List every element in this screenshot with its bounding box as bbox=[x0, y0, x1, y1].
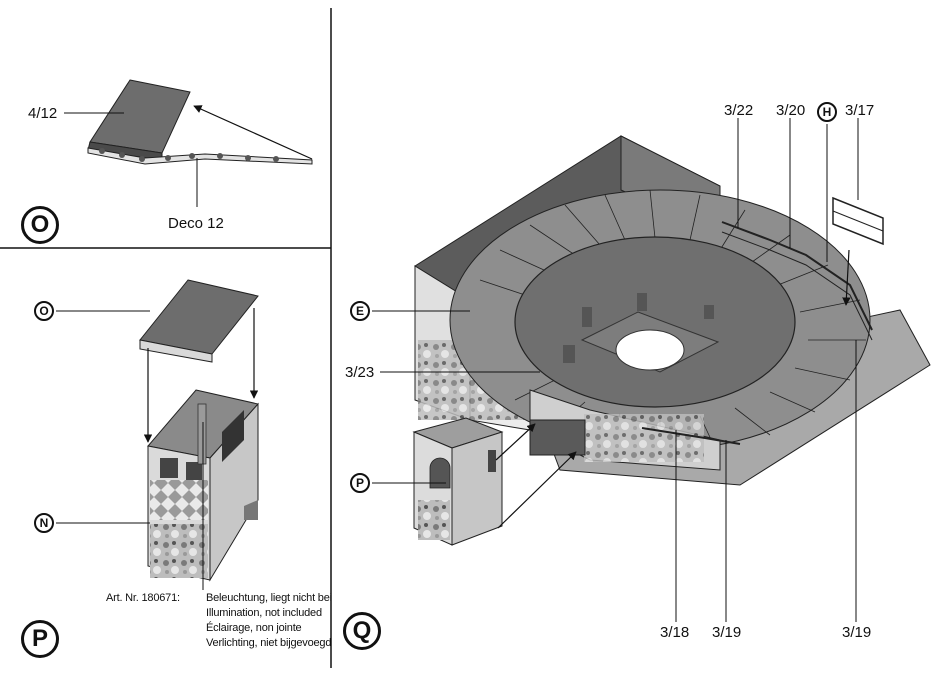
label-3-17: 3/17 bbox=[845, 103, 874, 118]
label-deco-12: Deco 12 bbox=[168, 216, 224, 231]
callout-o: O bbox=[34, 301, 54, 321]
note-line-en: Illumination, not included bbox=[206, 606, 332, 621]
label-3-19-a: 3/19 bbox=[712, 625, 741, 640]
article-number: Art. Nr. 180671: bbox=[106, 591, 180, 606]
label-3-19-b: 3/19 bbox=[842, 625, 871, 640]
callout-n: N bbox=[34, 513, 54, 533]
panel-letter-o: O bbox=[21, 206, 59, 244]
label-3-18: 3/18 bbox=[660, 625, 689, 640]
roof-assembly-o bbox=[140, 280, 258, 362]
building-p bbox=[414, 418, 502, 545]
label-3-23: 3/23 bbox=[345, 365, 374, 380]
callout-h: H bbox=[817, 102, 837, 122]
callout-p: P bbox=[350, 473, 370, 493]
note-line-nl: Verlichting, niet bijgevoegd bbox=[206, 636, 332, 651]
panel-letter-q: Q bbox=[343, 612, 381, 650]
label-3-22: 3/22 bbox=[724, 103, 753, 118]
note-line-fr: Éclairage, non jointe bbox=[206, 621, 332, 636]
note-line-de: Beleuchtung, liegt nicht bei bbox=[206, 591, 332, 606]
panel-letter-p: P bbox=[21, 620, 59, 658]
callout-e: E bbox=[350, 301, 370, 321]
label-4-12: 4/12 bbox=[28, 106, 57, 121]
label-3-20: 3/20 bbox=[776, 103, 805, 118]
roof-part-4-12 bbox=[88, 80, 190, 160]
illumination-note: Beleuchtung, liegt nicht bei Illuminatio… bbox=[206, 591, 332, 651]
